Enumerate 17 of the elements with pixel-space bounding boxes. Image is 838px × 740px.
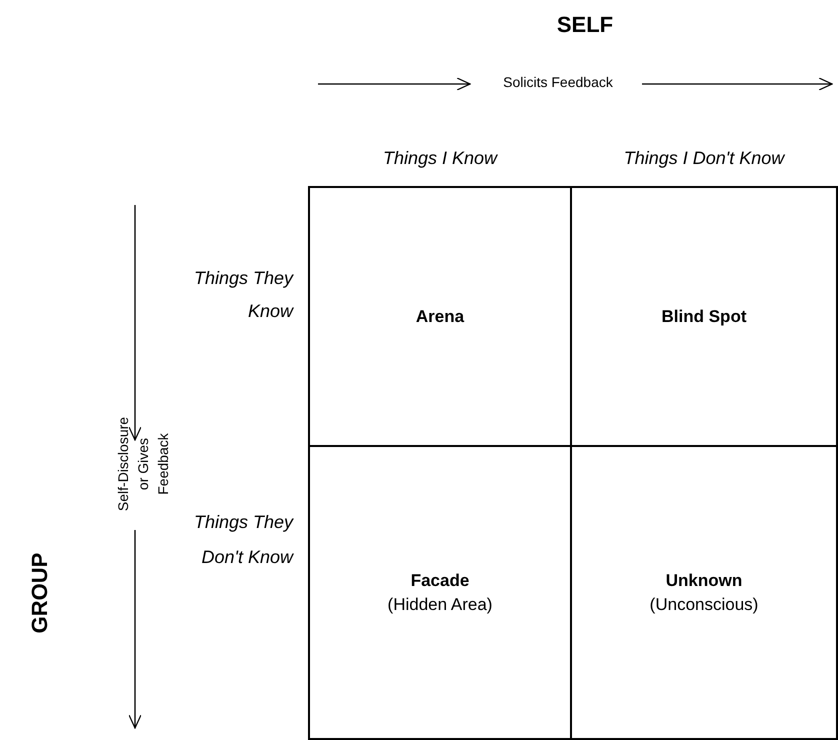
axis-label: Self-Disclosure or Gives Feedback <box>114 416 172 514</box>
matrix-quadrant <box>308 186 572 447</box>
quadrant-subtitle: (Hidden Area) <box>388 594 492 616</box>
column-header: Things I Know <box>382 148 499 169</box>
quadrant-title: Unknown <box>666 570 742 592</box>
axis-title: SELF <box>556 12 614 38</box>
quadrant-title: Blind Spot <box>662 306 746 328</box>
matrix-quadrant <box>308 445 572 740</box>
matrix-quadrant <box>570 186 838 447</box>
axis-title: GROUP <box>27 552 53 636</box>
quadrant-title: Facade <box>410 570 470 592</box>
row-header: Things They Know <box>192 267 293 323</box>
column-header: Things I Don't Know <box>622 148 786 169</box>
quadrant-subtitle: (Unconscious) <box>650 594 758 616</box>
row-header: Things They Don't Know <box>192 511 293 569</box>
matrix-quadrant <box>570 445 838 740</box>
quadrant-title: Arena <box>416 306 464 328</box>
